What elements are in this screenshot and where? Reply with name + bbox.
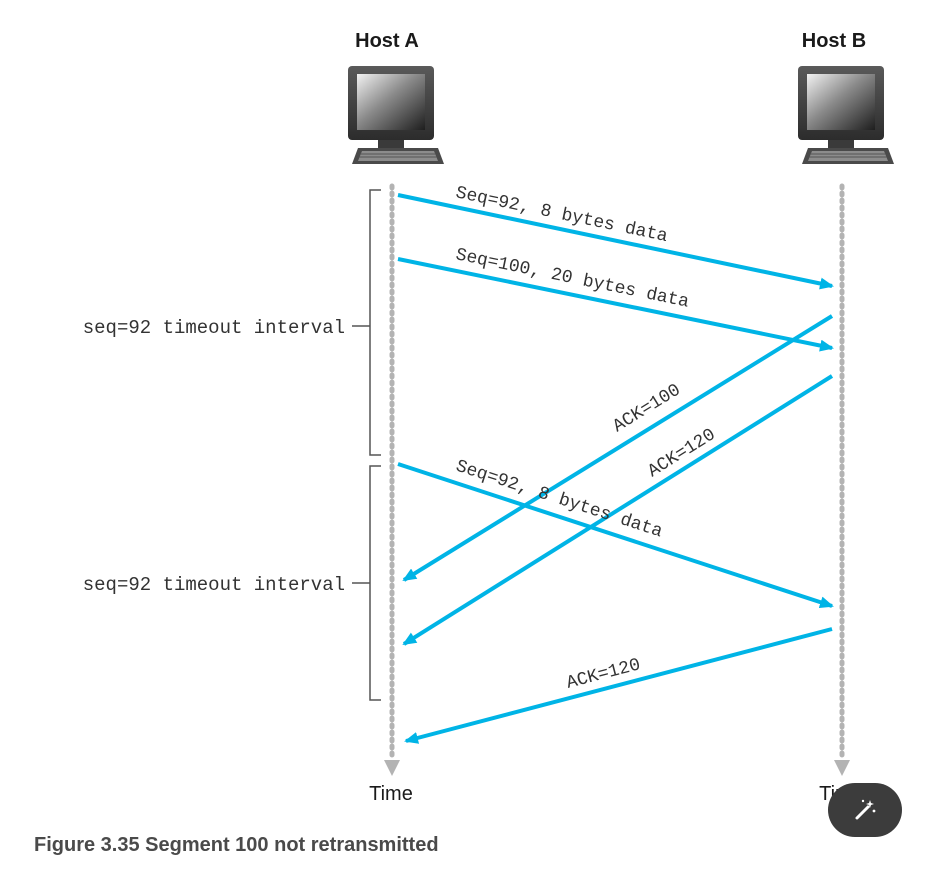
message-arrow <box>397 257 834 352</box>
computer-icon <box>347 65 445 165</box>
host-a-timeline-arrow <box>384 760 400 776</box>
figure-caption: Figure 3.35 Segment 100 not retransmitte… <box>34 834 439 856</box>
timeout-label-1: seq=92 timeout interval <box>83 317 345 339</box>
host-b-label: Host B <box>802 30 866 52</box>
host-a-time-label: Time <box>369 783 413 805</box>
message-arrow <box>402 314 834 582</box>
message-arrow <box>397 193 834 290</box>
message-arrows <box>397 193 834 744</box>
host-b-timeline-arrow <box>834 760 850 776</box>
message-arrow <box>402 374 834 646</box>
message-arrow <box>397 462 834 608</box>
magic-wand-icon <box>855 799 876 820</box>
computer-icon <box>797 65 895 165</box>
timeout-bracket-2 <box>352 465 381 701</box>
host-a-label: Host A <box>355 30 419 52</box>
magic-wand-button[interactable] <box>828 783 902 837</box>
message-arrow <box>404 627 833 744</box>
timeout-label-2: seq=92 timeout interval <box>83 574 345 596</box>
timeout-bracket-1 <box>352 189 381 456</box>
